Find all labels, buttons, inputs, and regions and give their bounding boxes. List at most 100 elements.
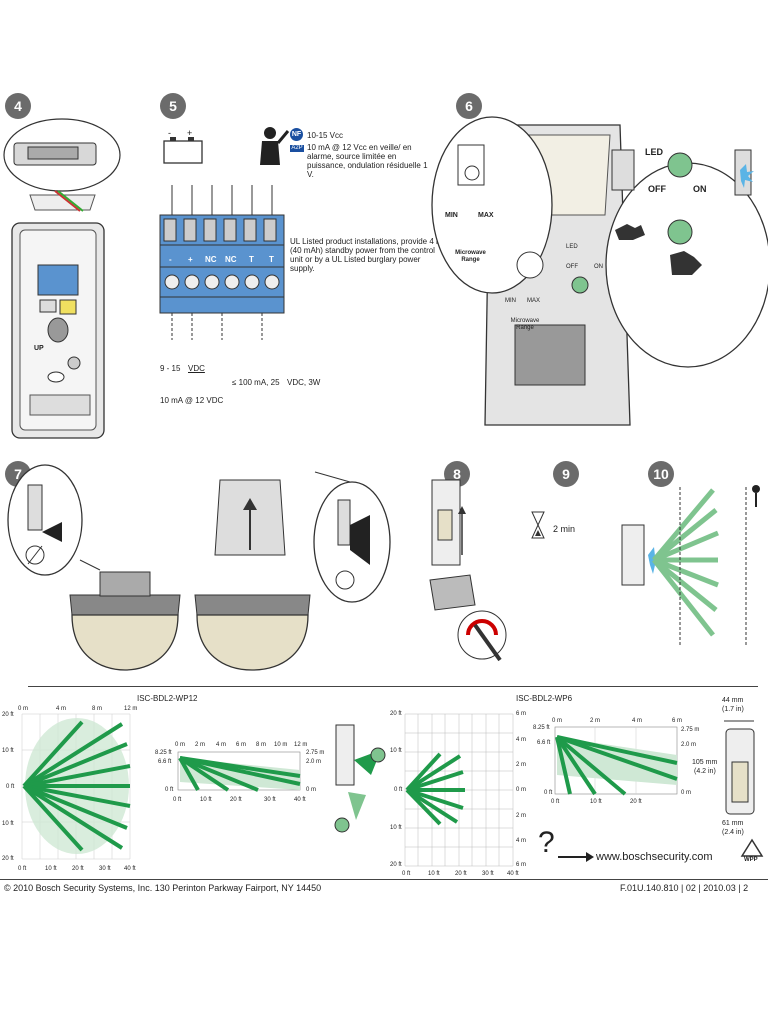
- max-label: MAX: [478, 212, 494, 219]
- small-on-label: ON: [594, 264, 603, 270]
- detector-mount-icon: [334, 724, 386, 833]
- wp12-side-left-0: 8.25 ft: [155, 750, 172, 756]
- wp6-bottom-2: 20 ft: [455, 871, 467, 877]
- step-8-illustration: [429, 479, 507, 662]
- wp12-side-left-1: 6.6 ft: [158, 759, 172, 765]
- wp12-side-view: [177, 751, 301, 792]
- wp12-side-top-5: 10 m: [274, 742, 288, 748]
- battery-plus: +: [187, 128, 193, 138]
- wp6-side-bottom-0: 0 ft: [551, 799, 560, 805]
- min-label: MIN: [445, 212, 458, 219]
- off-label: OFF: [648, 184, 666, 194]
- terminal-label-6: T: [269, 255, 274, 264]
- wp12-top-tick-0: 0 m: [18, 706, 29, 712]
- wp12-left-ft-3: 10 ft: [2, 821, 14, 827]
- wp12-top-tick-4: 8 m: [92, 706, 103, 712]
- wp12-title: ISC-BDL2-WP12: [137, 694, 198, 703]
- footer-divider: [0, 879, 768, 880]
- wp6-right-m-3: 0 m: [516, 787, 527, 793]
- battery-minus: -: [168, 128, 171, 138]
- arrow-right-icon: [558, 852, 594, 862]
- wp6-side-left-1: 6.6 ft: [537, 740, 551, 746]
- wp12-side-bottom-0: 0 ft: [173, 797, 182, 803]
- wp6-top-view: [404, 713, 514, 867]
- wp12-bottom-3: 30 ft: [99, 866, 111, 872]
- wp6-side-right-0: 2.75 m: [681, 727, 700, 733]
- wp12-side-top-0: 0 m: [175, 742, 186, 748]
- step-7-illustration: [7, 464, 391, 671]
- step-10-badge: 10: [648, 461, 674, 487]
- terminal-label-1: -: [169, 255, 172, 264]
- wp12-side-right-0: 2.75 m: [306, 750, 325, 756]
- wp12-left-ft-1: 10 ft: [2, 748, 14, 754]
- wp6-left-ft-1: 10 ft: [390, 748, 402, 754]
- wp12-left-ft-2: 0 ft: [6, 784, 15, 790]
- dim-depth-in: (2.4 in): [722, 829, 744, 836]
- wp6-side-top-0: 0 m: [552, 718, 563, 724]
- step-9-badge: 9: [553, 461, 579, 487]
- small-min-label: MIN: [505, 298, 516, 304]
- dim-depth: 61 mm: [722, 820, 744, 827]
- wp6-side-top-3: 6 m: [672, 718, 683, 724]
- wp12-side-right-2: 0 m: [306, 787, 317, 793]
- wp12-side-right-1: 2.0 m: [306, 759, 322, 765]
- recycle-icon: [740, 838, 764, 857]
- wp6-side-right-2: 0 m: [681, 790, 692, 796]
- wp12-bottom-4: 40 ft: [124, 866, 136, 872]
- wp12-bottom-2: 20 ft: [72, 866, 84, 872]
- current-label: 10 mA @ 12 VDC: [160, 396, 224, 405]
- hourglass-icon: [531, 511, 545, 539]
- wp12-top-tick-6: 12 m: [124, 706, 138, 712]
- nf-spec-title: 10-15 Vcc: [307, 131, 344, 140]
- website-link[interactable]: www.boschsecurity.com: [596, 851, 713, 863]
- wp12-side-top-6: 12 m: [294, 742, 308, 748]
- wp6-right-m-2: 2 m: [516, 762, 527, 768]
- dim-width: 44 mm: [722, 697, 744, 704]
- up-label: UP: [34, 345, 44, 352]
- wp6-side-top-2: 4 m: [632, 718, 643, 724]
- small-off-label: OFF: [566, 264, 578, 270]
- dim-height: 105 mm: [692, 759, 718, 766]
- wp12-side-bottom-3: 20 ft: [230, 797, 242, 803]
- wp6-side-left-0: 8.25 ft: [533, 725, 550, 731]
- small-max-label: MAX: [527, 298, 541, 304]
- wp6-bottom-1: 10 ft: [428, 871, 440, 877]
- wait-time: 2 min: [553, 524, 576, 534]
- wp6-side-bottom-2: 10 ft: [590, 799, 602, 805]
- technician-icon: [260, 127, 290, 165]
- terminal-block: [159, 185, 285, 340]
- wp6-right-m-4: 2 m: [516, 813, 527, 819]
- step-5-battery-icon: [163, 137, 203, 164]
- terminal-label-5: T: [249, 255, 254, 264]
- footer-doc-id: F.01U.140.810 | 02 | 2010.03 | 2: [620, 883, 749, 893]
- wp12-side-bottom-4: 30 ft: [264, 797, 276, 803]
- on-label: ON: [693, 184, 707, 194]
- nf-spec-text: 10 mA @ 12 Vcc en veille/ en alarme, sou…: [307, 143, 428, 179]
- wp6-side-left-2: 0 ft: [544, 790, 553, 796]
- dim-width-in: (1.7 in): [722, 706, 744, 713]
- wp6-side-top-1: 2 m: [590, 718, 601, 724]
- wp6-bottom-4: 40 ft: [507, 871, 519, 877]
- help-question-icon: ?: [538, 826, 555, 859]
- ul-text: UL Listed product installations, provide…: [290, 237, 441, 273]
- a2p-logo: A2P: [290, 145, 304, 152]
- wp12-side-top-1: 2 m: [195, 742, 206, 748]
- wp6-bottom-0: 0 ft: [402, 871, 411, 877]
- led-label: LED: [645, 147, 663, 157]
- wp12-side-top-3: 6 m: [236, 742, 247, 748]
- wp6-side-view: [554, 726, 678, 796]
- step-5-badge: 5: [160, 93, 186, 119]
- wp12-bottom-0: 0 ft: [18, 866, 27, 872]
- wp12-side-left-2: 0 ft: [165, 787, 174, 793]
- wp6-right-m-6: 6 m: [516, 862, 527, 868]
- terminal-label-4: NC: [225, 255, 237, 264]
- relay-unit: VDC, 3W: [287, 378, 321, 387]
- nf-logo: NF: [290, 128, 303, 141]
- wp6-title: ISC-BDL2-WP6: [516, 694, 573, 703]
- wp12-side-top-2: 4 m: [216, 742, 227, 748]
- wp12-side-top-4: 8 m: [256, 742, 267, 748]
- small-microwave-label: Microwave Range: [510, 318, 540, 331]
- wp6-side-right-1: 2.0 m: [681, 742, 697, 748]
- wp12-left-ft-0: 20 ft: [2, 712, 14, 718]
- wp6-left-ft-2: 0 ft: [394, 787, 403, 793]
